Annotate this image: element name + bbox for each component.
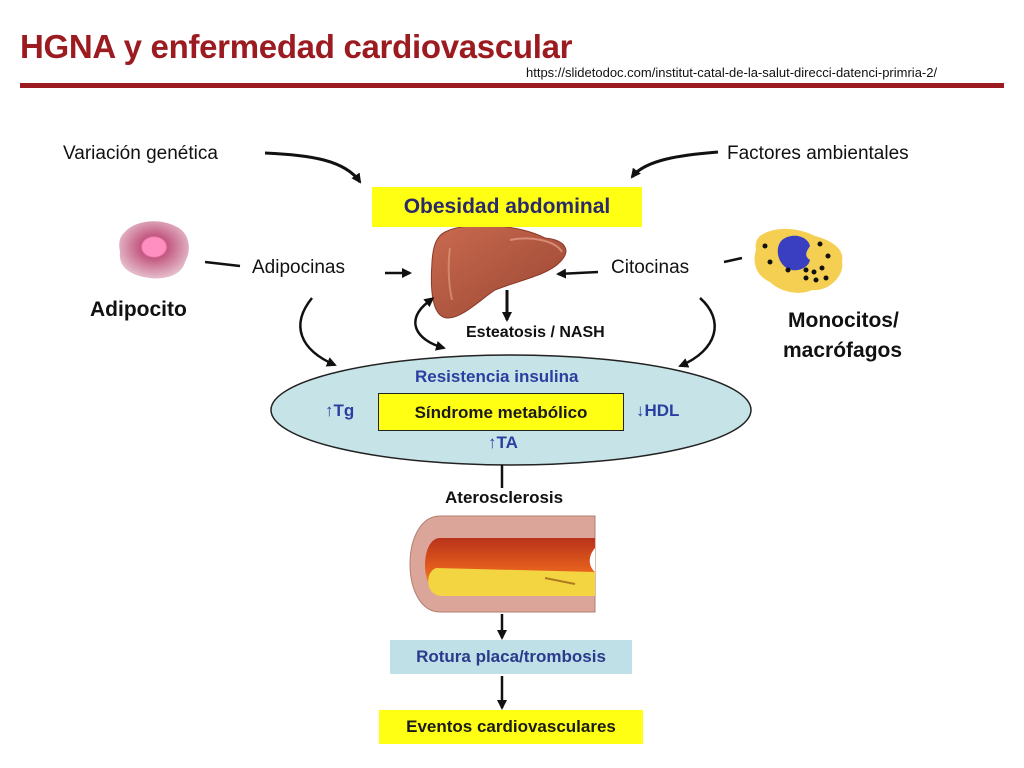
label-macrofagos: macrófagos	[783, 339, 903, 362]
label-adipocinas: Adipocinas	[252, 257, 345, 278]
label-citocinas: Citocinas	[611, 257, 690, 278]
label-variacion-genetica: Variación genética	[63, 143, 218, 164]
arrow-liver-ellipse-bidirectional	[414, 297, 446, 351]
label-resistencia-insulina: Resistencia insulina	[415, 367, 579, 386]
label-ta-up: ↑TA	[488, 433, 518, 452]
label-tg-up: ↑Tg	[325, 401, 355, 420]
label-aterosclerosis: Aterosclerosis	[445, 488, 564, 507]
title-divider	[20, 83, 1004, 88]
artery-plaque-icon	[409, 515, 596, 613]
arrow-genetic-to-obesity	[264, 151, 362, 184]
source-url[interactable]: https://slidetodoc.com/institut-catal-de…	[526, 65, 1006, 80]
box-rotura-placa: Rotura placa/trombosis	[390, 640, 632, 674]
label-monocitos: Monocitos/	[788, 309, 899, 332]
box-obesidad-abdominal: Obesidad abdominal	[372, 187, 642, 227]
arrow-environment-to-obesity	[630, 150, 719, 179]
liver-icon	[430, 224, 567, 319]
arrow-citocinas-to-liver	[556, 268, 599, 279]
label-adipocito: Adipocito	[90, 298, 187, 321]
label-hdl-down: ↓HDL	[636, 401, 680, 420]
label-esteatosis-nash: Esteatosis / NASH	[466, 324, 605, 341]
macrophage-cell-icon	[754, 228, 843, 293]
box-eventos-cardiovasculares: Eventos cardiovasculares	[379, 710, 643, 744]
arrow-citocinas-to-ellipse	[678, 297, 716, 368]
box-sindrome-metabolico: Síndrome metabólico	[378, 393, 624, 431]
slide-title: HGNA y enfermedad cardiovascular	[20, 28, 573, 65]
label-factores-ambientales: Factores ambientales	[727, 143, 909, 164]
adipocyte-cell-icon	[119, 221, 189, 279]
arrow-adipocinas-to-ellipse	[299, 297, 337, 367]
